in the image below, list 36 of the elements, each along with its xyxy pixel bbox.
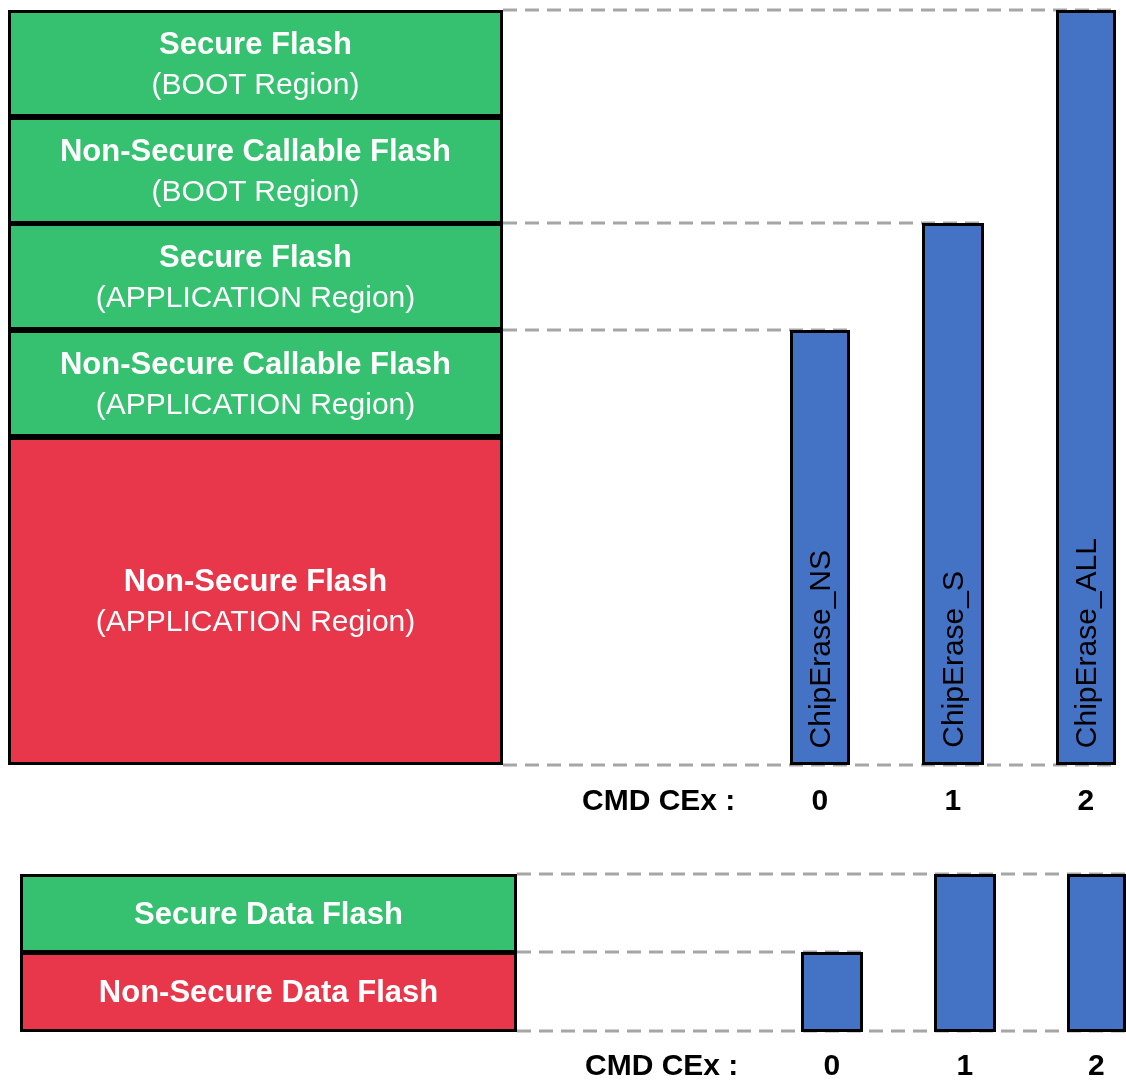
region-type: (APPLICATION Region) — [95, 603, 416, 639]
region-type: (APPLICATION Region) — [95, 385, 416, 422]
erase-range-bar — [801, 952, 863, 1032]
region-name: Non-Secure Data Flash — [98, 973, 439, 1011]
erase-range-bar — [790, 330, 850, 765]
command-value: 0 — [823, 1047, 841, 1080]
region-name: Non-Secure Callable Flash — [59, 131, 452, 170]
region-type: (BOOT Region) — [151, 65, 360, 102]
region-name: Non-Secure Callable Flash — [59, 344, 452, 383]
row-label: CMD CEx : — [582, 782, 736, 818]
memory-region-block — [8, 223, 503, 330]
memory-region-block — [8, 437, 503, 765]
region-type: (APPLICATION Region) — [95, 278, 416, 315]
command-value: 2 — [1077, 782, 1095, 818]
erase-range-bar — [934, 874, 996, 1032]
region-name: Secure Flash — [159, 237, 352, 276]
memory-region-block — [8, 330, 503, 437]
memory-region-block — [8, 117, 503, 224]
erase-range-bar — [1056, 10, 1116, 765]
erase-range-bar — [1067, 874, 1126, 1032]
command-value: 1 — [944, 782, 962, 818]
region-name: Non-Secure Flash — [123, 562, 388, 600]
command-value: 2 — [1088, 1047, 1105, 1080]
command-value: 1 — [956, 1047, 974, 1080]
region-name: Secure Flash — [159, 24, 352, 63]
memory-region-block — [20, 874, 517, 953]
region-name: Secure Data Flash — [134, 894, 403, 933]
row-label: CMD CEx : — [585, 1047, 739, 1080]
command-name: ChipErase_ALL — [1069, 537, 1103, 748]
command-name: ChipErase_NS — [803, 549, 837, 748]
command-value: 0 — [811, 782, 829, 818]
command-name: ChipErase_S — [936, 571, 970, 748]
region-type: (BOOT Region) — [151, 172, 360, 209]
memory-region-block — [20, 952, 517, 1032]
erase-range-bar — [922, 223, 984, 765]
memory-region-block — [8, 10, 503, 117]
